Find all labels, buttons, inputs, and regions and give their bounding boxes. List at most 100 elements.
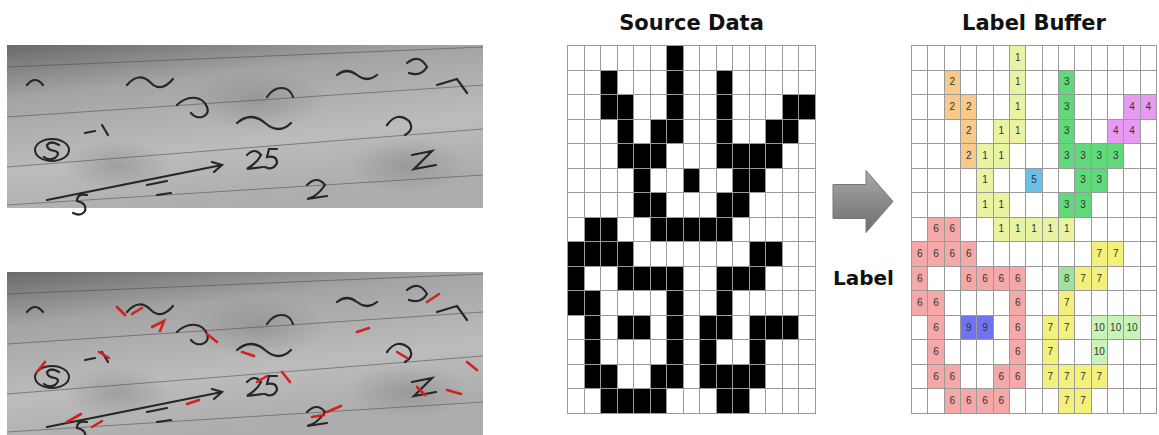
foreground-pixel xyxy=(733,193,750,218)
photo-labelled xyxy=(7,272,483,435)
grid-cell xyxy=(750,218,767,243)
grid-cell xyxy=(766,389,783,414)
component-label: 6 xyxy=(933,372,939,382)
grid-cell xyxy=(750,71,767,96)
labelled-pixel: 7 xyxy=(1075,389,1091,414)
grid-cell xyxy=(1059,169,1075,194)
grid-cell xyxy=(684,144,701,169)
grid-cell xyxy=(1141,46,1157,71)
component-label: 2 xyxy=(966,151,972,161)
grid-cell xyxy=(961,46,977,71)
grid-cell xyxy=(977,291,993,316)
labelled-pixel: 10 xyxy=(1092,316,1108,341)
grid-cell xyxy=(1026,120,1042,145)
grid-cell xyxy=(977,365,993,390)
grid-cell xyxy=(1026,46,1042,71)
component-label: 3 xyxy=(1080,151,1086,161)
foreground-pixel xyxy=(651,365,668,390)
grid-cell xyxy=(568,340,585,365)
labelled-pixel: 1 xyxy=(994,144,1010,169)
grid-cell xyxy=(1141,218,1157,243)
block-arrow xyxy=(833,171,893,233)
grid-cell xyxy=(1010,144,1026,169)
grid-cell xyxy=(585,389,602,414)
grid-cell xyxy=(667,389,684,414)
grid-cell xyxy=(1043,193,1059,218)
grid-cell xyxy=(912,193,928,218)
component-label: 6 xyxy=(999,396,1005,406)
grid-cell xyxy=(1124,389,1140,414)
labelled-pixel: 7 xyxy=(1059,389,1075,414)
grid-cell xyxy=(750,95,767,120)
foreground-pixel xyxy=(651,218,668,243)
component-label: 1 xyxy=(982,200,988,210)
grid-cell xyxy=(601,120,618,145)
grid-cell xyxy=(634,95,651,120)
grid-cell xyxy=(766,169,783,194)
labelled-pixel: 6 xyxy=(945,218,961,243)
grid-cell xyxy=(928,95,944,120)
grid-cell xyxy=(651,242,668,267)
foreground-pixel xyxy=(750,242,767,267)
grid-cell xyxy=(733,242,750,267)
component-label: 6 xyxy=(917,274,923,284)
grid-cell xyxy=(634,46,651,71)
component-label: 4 xyxy=(1146,102,1152,112)
grid-cell xyxy=(700,291,717,316)
foreground-pixel xyxy=(750,340,767,365)
foreground-pixel xyxy=(766,316,783,341)
component-label: 4 xyxy=(1129,102,1135,112)
component-label: 1 xyxy=(1048,224,1054,234)
grid-cell xyxy=(733,120,750,145)
labelled-pixel: 10 xyxy=(1124,316,1140,341)
grid-cell xyxy=(1141,71,1157,96)
grid-cell xyxy=(783,365,800,390)
component-label: 1 xyxy=(1015,53,1021,63)
grid-cell xyxy=(783,389,800,414)
grid-cell xyxy=(1124,267,1140,292)
grid-cell xyxy=(1010,242,1026,267)
grid-cell xyxy=(1141,193,1157,218)
labelled-pixel: 7 xyxy=(1092,242,1108,267)
component-label: 2 xyxy=(966,126,972,136)
grid-cell xyxy=(1141,316,1157,341)
component-label: 2 xyxy=(950,77,956,87)
grid-cell xyxy=(1026,71,1042,96)
foreground-pixel xyxy=(717,218,734,243)
component-label: 6 xyxy=(999,274,1005,284)
grid-cell xyxy=(1043,95,1059,120)
component-label: 6 xyxy=(950,396,956,406)
grid-cell xyxy=(1108,46,1124,71)
labelled-pixel: 1 xyxy=(1026,218,1042,243)
grid-cell xyxy=(667,144,684,169)
grid-cell xyxy=(1026,316,1042,341)
grid-cell xyxy=(799,46,816,71)
grid-cell xyxy=(1043,46,1059,71)
grid-cell xyxy=(961,71,977,96)
grid-cell xyxy=(1108,291,1124,316)
foreground-pixel xyxy=(667,291,684,316)
foreground-pixel xyxy=(717,71,734,96)
component-label: 3 xyxy=(1064,126,1070,136)
grid-cell xyxy=(651,316,668,341)
grid-cell xyxy=(568,218,585,243)
labelled-pixel: 2 xyxy=(961,144,977,169)
foreground-pixel xyxy=(717,120,734,145)
grid-cell xyxy=(700,46,717,71)
grid-panel: Label Buffer1213221344211344211333315331… xyxy=(911,9,1157,414)
foreground-pixel xyxy=(618,316,635,341)
labelled-pixel: 6 xyxy=(994,267,1010,292)
component-label: 1 xyxy=(999,200,1005,210)
grid-cell xyxy=(717,340,734,365)
component-label: 1 xyxy=(999,151,1005,161)
labelled-pixel: 1 xyxy=(1043,218,1059,243)
grid-cell xyxy=(634,291,651,316)
grid-cell xyxy=(766,218,783,243)
grid-cell xyxy=(994,71,1010,96)
grid-cell xyxy=(733,95,750,120)
foreground-pixel xyxy=(585,340,602,365)
grid-cell xyxy=(1124,71,1140,96)
grid-cell xyxy=(684,340,701,365)
grid-cell xyxy=(618,46,635,71)
